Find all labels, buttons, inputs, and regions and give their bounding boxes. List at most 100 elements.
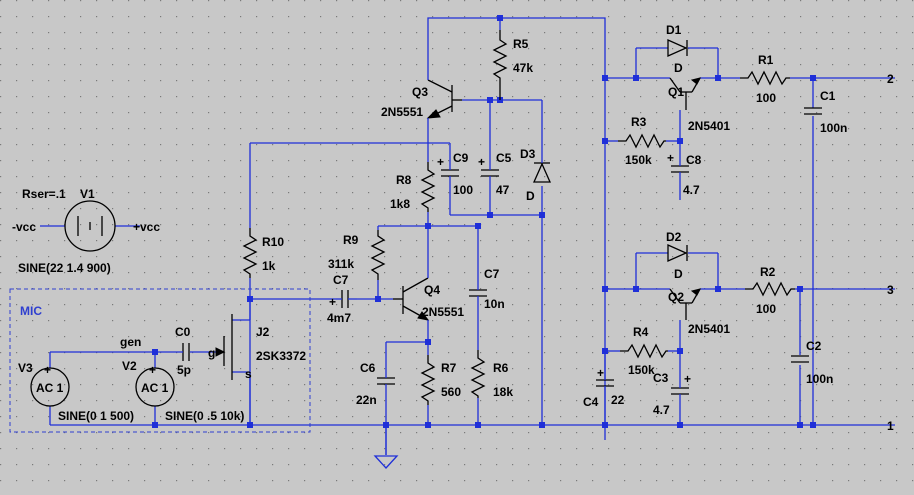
c0-value: 5p: [177, 363, 191, 377]
q4-name: Q4: [424, 283, 440, 297]
resistor-r1: R1 100: [740, 53, 790, 105]
c9-value: 100: [453, 183, 473, 197]
q2-name: Q2: [668, 290, 684, 304]
r10-name: R10: [262, 235, 284, 249]
port-3-label: 3: [887, 283, 894, 297]
diode-d3: D3 D: [520, 147, 552, 203]
r6-value: 18k: [493, 385, 513, 399]
c8-value: 4.7: [683, 183, 700, 197]
r3-value: 150k: [625, 153, 652, 167]
r1-value: 100: [756, 91, 776, 105]
j2-source-label: s: [245, 367, 252, 381]
resistor-r6: R6 18k: [470, 350, 513, 399]
c3-value: 4.7: [653, 403, 670, 417]
c4-name: C4: [583, 395, 599, 409]
port-2-label: 2: [887, 72, 894, 86]
resistor-r9: R9 311k: [328, 230, 386, 280]
capacitor-c7b: C7 10n: [469, 267, 505, 311]
r5-value: 47k: [513, 61, 533, 75]
capacitor-c6: C6 22n: [356, 361, 395, 407]
c7a-value: 4m7: [327, 311, 351, 325]
c7b-value: 10n: [484, 297, 505, 311]
d2-name: D2: [666, 230, 682, 244]
wires: [40, 17, 895, 455]
q4-model: 2N5551: [422, 305, 464, 319]
v1-rser: Rser=.1: [22, 187, 66, 201]
transistor-j2: g s J2 2SK3372: [208, 314, 306, 381]
v3-label: AC 1: [36, 381, 64, 395]
v2-spec: SINE(0 .5 10k): [165, 409, 244, 423]
svg-text:+: +: [437, 155, 444, 169]
q1-model: 2N5401: [688, 119, 730, 133]
c1-name: C1: [820, 89, 836, 103]
r8-value: 1k8: [390, 197, 410, 211]
capacitor-c3: + C3 4.7: [653, 371, 691, 417]
capacitor-c9: + C9 100: [437, 151, 473, 197]
diode-d1: D1 D: [666, 23, 688, 75]
svg-text:+: +: [44, 363, 51, 377]
v3-name: V3: [18, 361, 33, 375]
d3-model: D: [526, 189, 535, 203]
c6-value: 22n: [356, 393, 377, 407]
resistor-r7: R7 560: [420, 355, 461, 405]
capacitor-c7a: + C7 4m7: [327, 273, 357, 325]
svg-text:+: +: [667, 151, 674, 165]
svg-text:+: +: [149, 363, 156, 377]
capacitor-c5: + C5 47: [478, 151, 512, 197]
capacitor-c4: + C4 22: [583, 366, 625, 425]
j2-gate-label: g: [208, 346, 215, 360]
resistor-r4: R4 150k: [620, 325, 668, 377]
c2-name: C2: [806, 339, 822, 353]
v1-spec: SINE(22 1.4 900): [18, 261, 111, 275]
c6-name: C6: [360, 361, 376, 375]
v1-neg-label: -vcc: [12, 220, 36, 234]
d3-name: D3: [520, 147, 536, 161]
mic-group-box: [9, 288, 311, 433]
transistor-q4: Q4 2N5551: [393, 276, 464, 324]
v1-pos-label: +vcc: [133, 220, 160, 234]
source-v1: Rser=.1 V1 -vcc +vcc SINE(22 1.4 900): [12, 187, 160, 275]
j2-model: 2SK3372: [256, 349, 306, 363]
capacitor-c2: C2 100n: [791, 339, 833, 386]
r2-name: R2: [760, 265, 776, 279]
c9-name: C9: [453, 151, 469, 165]
c7a-name: C7: [333, 273, 349, 287]
c5-name: C5: [496, 151, 512, 165]
source-v2: AC 1 + V2 SINE(0 .5 10k) gen: [120, 335, 244, 423]
r7-value: 560: [441, 385, 461, 399]
r1-name: R1: [758, 53, 774, 67]
r4-name: R4: [633, 325, 649, 339]
r5-name: R5: [513, 37, 529, 51]
gen-net-label: gen: [120, 335, 141, 349]
d1-model: D: [674, 61, 683, 75]
r7-name: R7: [441, 361, 457, 375]
q3-model: 2N5551: [381, 105, 423, 119]
transistor-q3: Q3 2N5551: [381, 72, 462, 122]
r8-name: R8: [396, 173, 412, 187]
svg-text:+: +: [684, 372, 691, 386]
j2-name: J2: [256, 325, 270, 339]
mic-group-title: MIC: [20, 304, 42, 318]
c4-value: 22: [611, 393, 625, 407]
c2-value: 100n: [806, 372, 833, 386]
c3-name: C3: [653, 371, 669, 385]
source-v3: AC 1 + V3 SINE(0 1 500): [18, 361, 134, 423]
capacitor-c8: + C8 4.7: [667, 151, 702, 197]
c5-value: 47: [496, 183, 510, 197]
c1-value: 100n: [820, 121, 847, 135]
q3-name: Q3: [412, 85, 428, 99]
q2-model: 2N5401: [688, 322, 730, 336]
resistor-r5: R5 47k: [492, 30, 533, 100]
resistor-r3: R3 150k: [618, 115, 666, 167]
capacitor-c1: C1 100n: [804, 89, 847, 135]
svg-text:+: +: [597, 366, 604, 380]
v2-label: AC 1: [141, 381, 169, 395]
r6-name: R6: [493, 361, 509, 375]
d1-name: D1: [666, 23, 682, 37]
r10-value: 1k: [262, 259, 276, 273]
r9-name: R9: [343, 233, 359, 247]
r2-value: 100: [756, 302, 776, 316]
port-1-label: 1: [887, 419, 894, 433]
